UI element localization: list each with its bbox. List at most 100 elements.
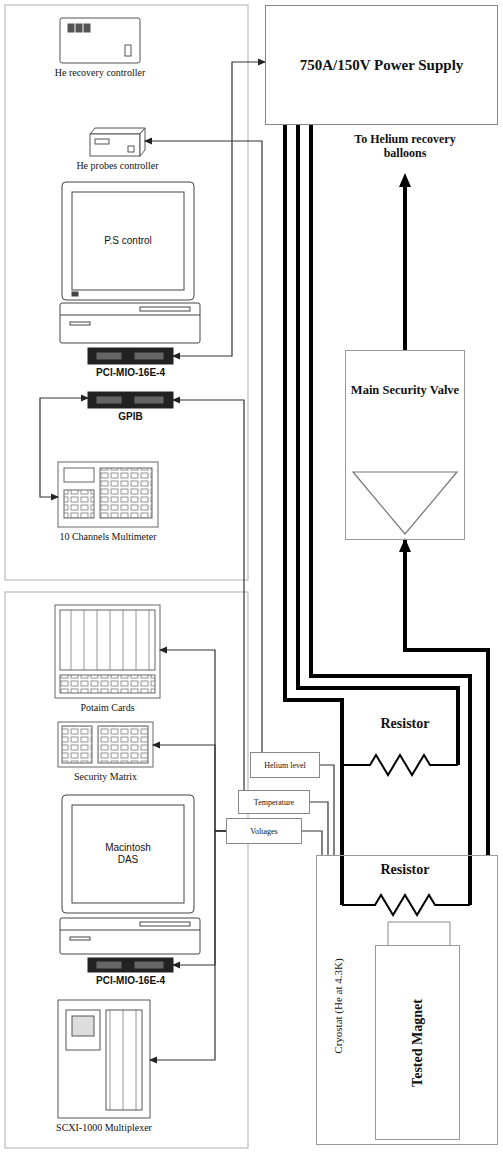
mac-monitor-icon (60, 795, 200, 954)
node-label: 750A/150V Power Supply (300, 57, 464, 74)
security-matrix-icon (62, 726, 92, 763)
power-cable (285, 125, 342, 905)
pci-card-icon (96, 961, 122, 969)
multiplexer-icon (58, 1000, 150, 1118)
signal-line (160, 650, 226, 831)
multiplexer-icon (106, 1010, 142, 1110)
power-cable (298, 125, 458, 765)
signal-box: Helium level (250, 752, 320, 778)
he-probes-icon (128, 146, 134, 152)
pci-card-icon (88, 958, 173, 972)
security-matrix-icon (58, 722, 153, 767)
pci-card-icon (134, 352, 164, 360)
node-label: GPIB (118, 411, 142, 422)
potaim-cards-icon (55, 605, 160, 698)
magnet-neck (388, 922, 450, 945)
gpib-card-icon (88, 392, 173, 408)
node-label: SCXI-1000 Multiplexer (56, 1122, 152, 1133)
node-label: Cryostat (He at 4.3K) (332, 958, 344, 1053)
multimeter-icon (58, 462, 158, 527)
cryostat-box: Cryostat (He at 4.3K) Tested Magnet (316, 855, 498, 1145)
ps-monitor-icon (60, 315, 200, 316)
magnet-box: Tested Magnet (375, 945, 460, 1140)
resistor-symbol (342, 755, 458, 775)
node-label: Potaim Cards (80, 702, 134, 713)
signal-line (310, 802, 328, 855)
magnet-neck (388, 922, 450, 945)
instrument-icon: 10 Channels Multimeter (58, 462, 158, 527)
gpib-card-icon (134, 396, 164, 404)
destination-label: To Helium recovery balloons (350, 132, 460, 161)
node-label: He probes controller (76, 160, 158, 171)
pci-card-icon (134, 961, 164, 969)
he-probes-icon (140, 128, 145, 156)
exhaust-arrow (403, 180, 407, 350)
interface-card: GPIB (88, 392, 173, 408)
ps-monitor-icon (72, 292, 78, 296)
node-label: Temperature (254, 798, 294, 807)
he-recovery-icon (68, 24, 74, 32)
resistor-symbol (342, 895, 470, 915)
node-label: 10 Channels Multimeter (59, 531, 156, 542)
he-recovery-icon (125, 45, 131, 56)
ps-monitor-icon (72, 192, 184, 290)
signal-line (150, 831, 226, 1060)
multimeter-icon (64, 490, 94, 518)
security-matrix-icon (98, 726, 148, 763)
multimeter-icon (100, 468, 152, 518)
signal-line (173, 62, 265, 356)
potaim-cards-icon (60, 675, 155, 693)
multiplexer-icon (58, 1000, 150, 1118)
ps-monitor-icon (70, 322, 90, 325)
signal-line (153, 745, 226, 831)
multimeter-icon (64, 468, 94, 482)
pci-card-icon (88, 348, 173, 364)
signal-line (302, 831, 322, 855)
he-probes-icon (90, 134, 140, 156)
he-recovery-icon (60, 18, 140, 63)
valve-symbol (353, 472, 457, 534)
interface-card: PCI-MIO-16E-4 (88, 348, 173, 364)
multiplexer-icon (66, 1010, 100, 1050)
node-label: PCI-MIO-16E-4 (96, 975, 165, 986)
node-label: Main Security Valve (346, 383, 464, 398)
pci-card-icon (88, 958, 173, 972)
power-supply-box: 750A/150V Power Supply (265, 5, 498, 125)
mac-monitor-icon (60, 918, 200, 954)
mac-monitor-icon (70, 937, 90, 940)
node-label: P.S control (104, 235, 152, 247)
gpib-card-icon (88, 392, 173, 408)
ps-monitor-icon (140, 307, 190, 311)
power-cable (311, 125, 470, 905)
he-recovery-icon (84, 24, 90, 32)
instrument-icon: SCXI-1000 Multiplexer (58, 1000, 150, 1118)
ps-monitor-icon (62, 182, 194, 300)
signal-line (173, 400, 244, 790)
component-label: Resistor (362, 862, 448, 879)
he-probes-icon (95, 139, 109, 144)
mac-monitor-icon (140, 922, 190, 926)
panel-frame (5, 5, 248, 580)
node-label: He recovery controller (55, 67, 146, 78)
panel-frame (5, 5, 248, 1148)
signal-line (40, 398, 88, 497)
controller-icon: He probes controller (90, 128, 145, 156)
valve-box: Main Security Valve (345, 350, 465, 540)
potaim-cards-icon (60, 610, 155, 670)
monitor-screen: P.S control (72, 192, 184, 290)
node-label: Macintosh DAS (100, 842, 156, 866)
node-label: Voltages (250, 827, 277, 836)
mac-monitor-icon (60, 930, 200, 931)
interface-card: PCI-MIO-16E-4 (88, 958, 173, 972)
multimeter-icon (58, 462, 158, 527)
component-label: Resistor (360, 716, 450, 733)
signal-box: Voltages (226, 818, 302, 844)
mac-monitor-icon (72, 805, 184, 903)
he-probes-icon (90, 128, 145, 156)
monitor-screen: Macintosh DAS (72, 805, 184, 903)
exhaust-arrow (405, 180, 406, 350)
he-probes-icon (90, 128, 145, 134)
helium-flow-arrow (405, 540, 488, 855)
node-label: Helium level (264, 761, 306, 770)
power-cable (285, 125, 470, 905)
